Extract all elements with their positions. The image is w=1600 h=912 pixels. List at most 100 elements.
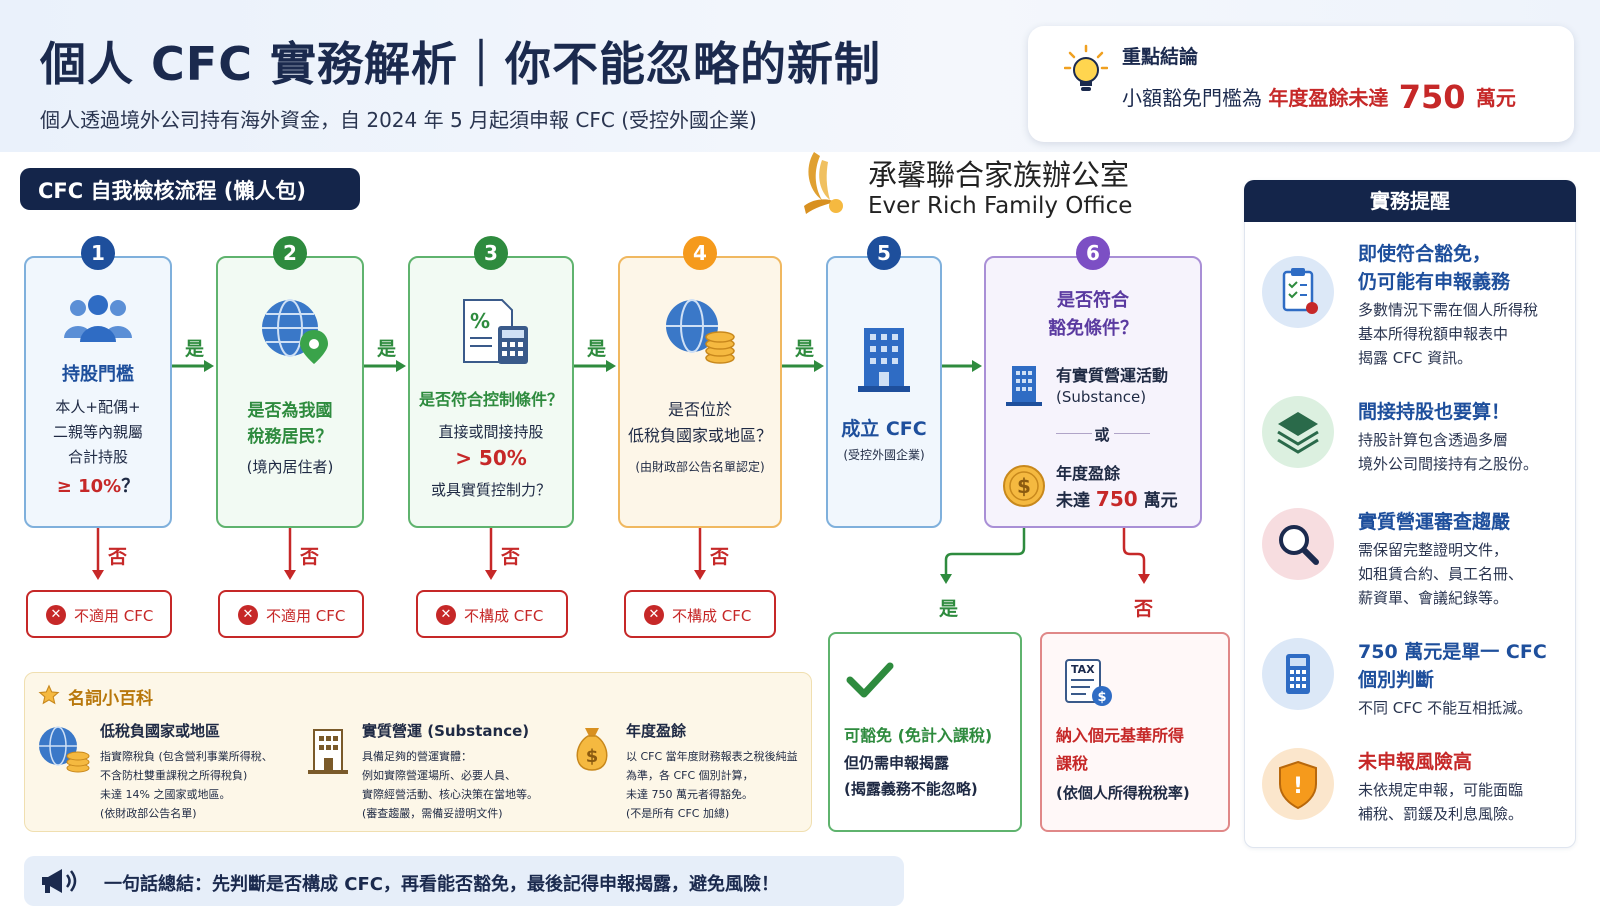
reminder-4-title-b: 個別判斷 (1358, 669, 1435, 691)
glossary-item2-line1: 具備足夠的營運實體： (362, 750, 472, 763)
step-6-cond2-title: 年度盈餘 (1056, 464, 1121, 483)
svg-text:$: $ (1017, 474, 1031, 498)
reminder-icon-bg-3 (1262, 508, 1334, 580)
bird-logo-icon (804, 152, 843, 214)
or-divider-left (1056, 433, 1092, 434)
step-4-number: 4 (683, 236, 717, 270)
reminder-2-title: 間接持股也要算！ (1358, 401, 1511, 423)
yes-arrow-4-5 (782, 360, 824, 372)
money-bag-icon: $ (576, 728, 608, 771)
x-circle-icon: ✕ (436, 605, 456, 625)
reminder-2-body-2: 境外公司間接持有之股份。 (1358, 455, 1539, 473)
yes-arrow-3-4 (574, 360, 616, 372)
reject-label-3: 不構成 CFC (464, 607, 544, 625)
no-arrow-3 (485, 528, 497, 580)
reminder-3-body-2: 如租賃合約、員工名冊、 (1358, 565, 1524, 583)
step-1-line4: ≥ 10%？ (24, 472, 172, 498)
reminder-1-body-2: 基本所得稅額申報表中 (1358, 325, 1509, 343)
step-2-line3: (境內居住者) (246, 458, 334, 476)
step-6-line1: 是否符合 (1057, 290, 1129, 311)
reminder-3-title: 實質營運審查趨嚴 (1358, 511, 1511, 533)
step-1-question-mark: ？ (121, 476, 140, 497)
reject-box-3: ✕ 不構成 CFC (416, 590, 568, 638)
reminder-5-body-1: 未依規定申報，可能面臨 (1358, 781, 1524, 799)
reminder-icon-bg-4 (1262, 638, 1334, 710)
reminder-3-body-1: 需保留完整證明文件， (1358, 541, 1509, 559)
step-4-line3: (由財政部公告名單認定) (635, 460, 765, 474)
reminder-5-body-2: 補稅、罰鍰及利息風險。 (1358, 805, 1524, 823)
step-6-cond2-post: 萬元 (1143, 491, 1178, 511)
warning-shield-icon: ! (1279, 760, 1317, 810)
outcome-exempt-box (828, 632, 1022, 832)
tax-document-icon: TAX $ (1065, 659, 1112, 706)
step-1-line2: 二親等內親屬 (52, 423, 143, 441)
clipboard-icon (1282, 268, 1318, 314)
layers-icon (1277, 412, 1319, 454)
document-calculator-icon: % (463, 299, 528, 364)
svg-text:%: % (470, 309, 490, 333)
summary-card: 重點結論 小額豁免門檻為 年度盈餘未達 750 萬元 (1028, 26, 1574, 142)
glossary-item3-title: 年度盈餘 (626, 722, 687, 740)
no-arrow-1 (92, 528, 104, 580)
step-3-line1: 是否符合控制條件？ (418, 390, 563, 409)
reminder-3-body-3: 薪資單、會議紀錄等。 (1358, 589, 1509, 607)
no-arrow-4 (694, 528, 706, 580)
logo-chinese-name: 承馨聯合家族辦公室 (868, 158, 1130, 192)
no-label-3: 否 (501, 546, 521, 568)
x-circle-icon: ✕ (238, 605, 258, 625)
reminder-title: 實務提醒 (1244, 180, 1576, 222)
outcome-exempt-line3: (揭露義務不能忽略) (844, 780, 978, 798)
svg-text:!: ! (1293, 774, 1303, 799)
x-circle-icon: ✕ (644, 605, 664, 625)
reject-box-4: ✕不構成 CFC (624, 590, 776, 638)
glossary-panel (24, 672, 812, 832)
glossary-item1-title: 低稅負國家或地區 (100, 722, 221, 740)
reminder-4-body-1: 不同 CFC 不能互相抵減。 (1358, 699, 1533, 717)
magnifier-icon (1279, 525, 1319, 565)
outcome-taxed-line3: (依個人所得稅稅率) (1056, 784, 1190, 802)
step-1-line3: 合計持股 (67, 448, 128, 466)
glossary-item3-line3: 未達 750 萬元者得豁免。 (626, 788, 753, 801)
globe-coins-small-icon (39, 726, 90, 773)
star-icon (38, 684, 60, 705)
glossary-title: 名詞小百科 (68, 689, 153, 709)
tax-label: TAX (1071, 663, 1095, 676)
step-1-threshold: ≥ 10% (56, 476, 122, 497)
glossary-item1-line4: (依財政部公告名單) (100, 807, 197, 820)
flow-title: CFC 自我檢核流程 (懶人包) (20, 168, 360, 210)
lightbulb-icon (1064, 44, 1108, 91)
step-4-line2: 低稅負國家或地區？ (627, 426, 772, 445)
reminder-1-title-b: 仍可能有申報義務 (1358, 271, 1511, 293)
no-label-4: 否 (710, 546, 730, 568)
reminder-1-body-1: 多數情況下需在個人所得稅 (1358, 301, 1539, 319)
branch-yes-label: 是 (939, 598, 959, 620)
arrow-5-6 (942, 360, 982, 372)
step-3-number: 3 (474, 236, 508, 270)
reject-box-2: ✕不適用 CFC (218, 590, 364, 638)
no-label-1: 否 (108, 546, 128, 568)
glossary-item1-line1: 指實際稅負 (包含營利事業所得稅、 (100, 750, 273, 763)
step-6-cond1-sub: (Substance) (1056, 388, 1147, 406)
outcome-taxed-line1: 納入個元基華所得 (1056, 726, 1185, 745)
svg-text:$: $ (1097, 690, 1106, 705)
glossary-item2-line3: 實際經營活動、核心決策在當地等。 (362, 788, 538, 801)
yes-arrow-1-2 (172, 360, 214, 372)
megaphone-icon (42, 869, 77, 893)
reminder-1-title-a: 即使符合豁免， (1358, 243, 1492, 265)
summary-title: 重點結論 (1122, 46, 1199, 68)
reminder-icon-bg-5: ! (1262, 748, 1334, 820)
yes-label-4: 是 (795, 338, 815, 360)
reject-box-1: ✕不適用 CFC (26, 590, 172, 638)
yes-arrow-2-3 (364, 360, 406, 372)
no-arrow-2 (284, 528, 296, 580)
branch-no-connector (1122, 528, 1150, 584)
glossary-item2-line4: (審查趨嚴，需備妥證明文件) (362, 807, 503, 820)
summary-unit: 萬元 (1475, 86, 1516, 110)
step-3-line3: > 50% (455, 446, 527, 470)
step-6-or: 或 (1094, 426, 1110, 444)
step-2-line2: 稅務居民？ (247, 427, 333, 447)
step-1-title: 持股門檻 (62, 364, 134, 385)
step-5-subtitle: (受控外國企業) (843, 448, 925, 462)
reminder-icon-bg-2 (1262, 396, 1334, 468)
globe-location-icon (262, 299, 328, 364)
